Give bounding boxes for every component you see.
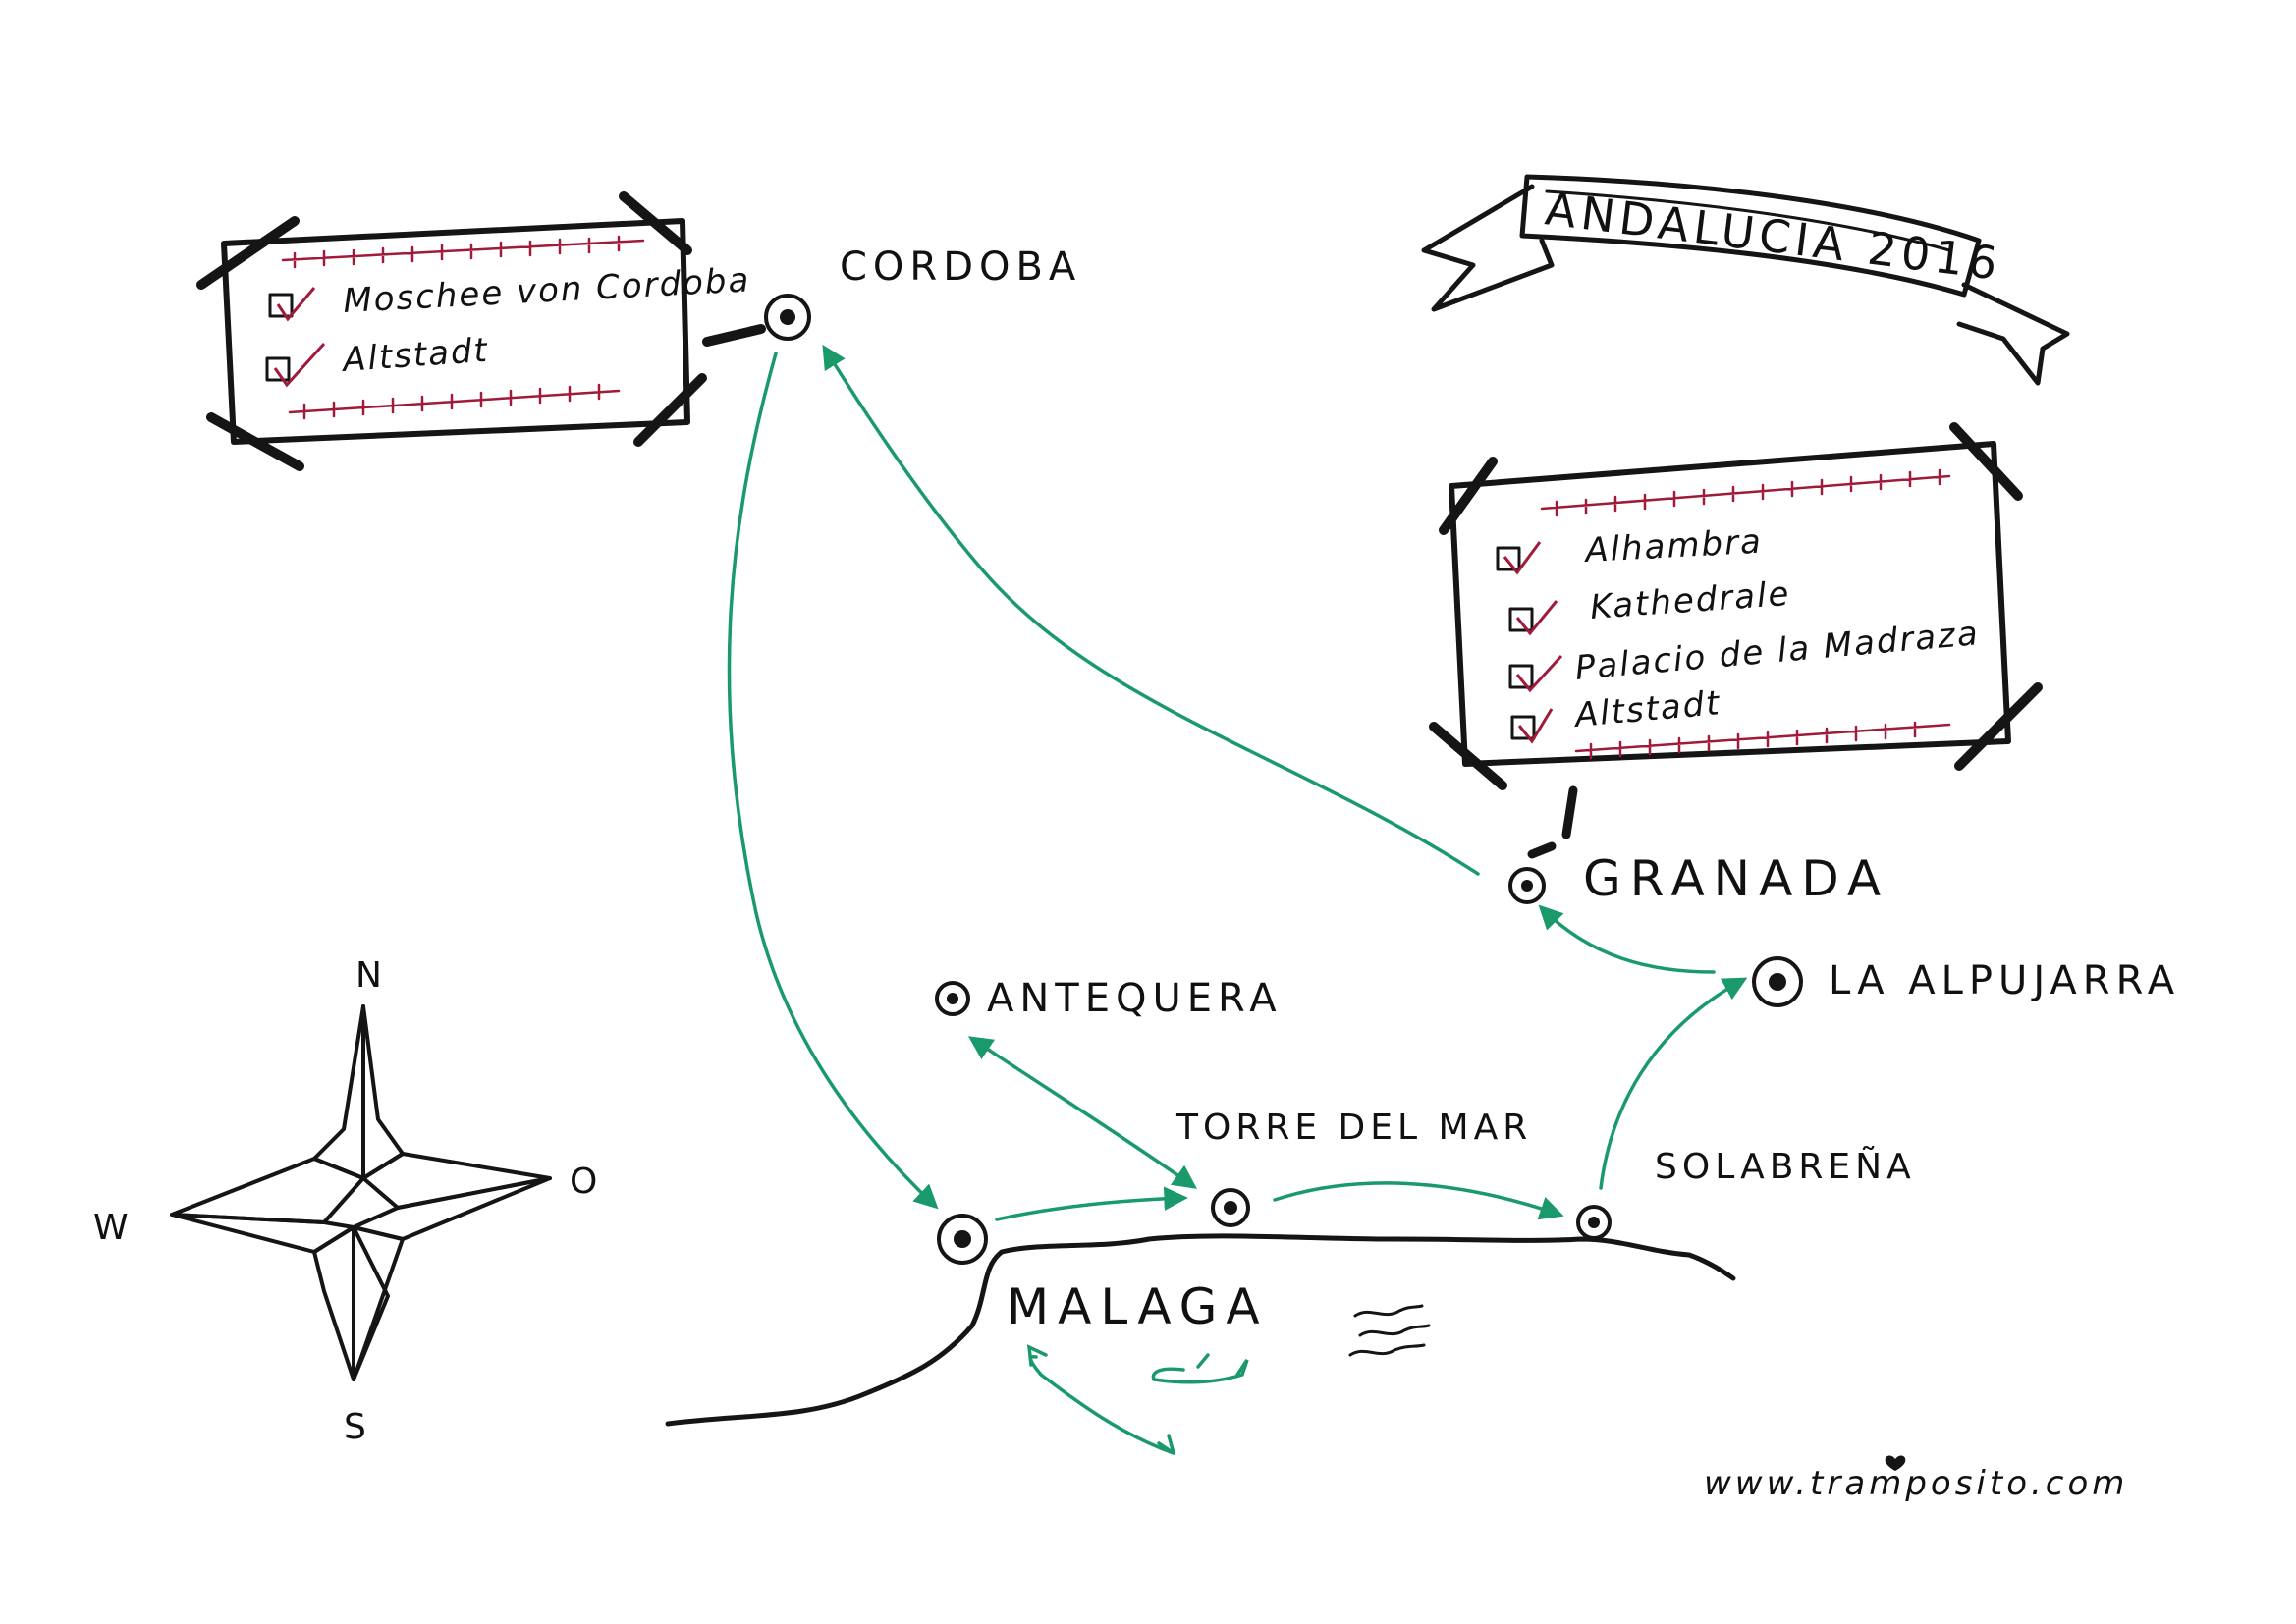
compass-east-label: O xyxy=(570,1162,597,1202)
route-torre-antequera xyxy=(967,1036,1198,1189)
checkmark-icon xyxy=(273,342,326,388)
city-label-malaga: MALAGA xyxy=(1007,1278,1269,1335)
checkbox-icon xyxy=(1496,546,1521,571)
checkbox-icon xyxy=(1508,664,1534,689)
city-label-la-alpujarra: LA ALPUJARRA xyxy=(1829,958,2180,1003)
city-marker-malaga[interactable] xyxy=(937,1214,988,1265)
city-label-granada: GRANADA xyxy=(1583,850,1889,907)
compass-west-label: W xyxy=(93,1208,129,1248)
route-cordoba-malaga xyxy=(727,352,939,1210)
title-banner: ANDALUCIA 2016 xyxy=(1421,174,2070,386)
city-label-torre-del-mar: TORRE DEL MAR xyxy=(1175,1108,1532,1148)
stitch-border-bottom xyxy=(288,383,621,420)
compass-north-label: N xyxy=(355,955,382,996)
granada-list-card: Alhambra Kathedrale Palacio de la Madraz… xyxy=(1429,422,2043,859)
list-item: Kathedrale xyxy=(1508,574,1792,636)
city-marker-torre-del-mar[interactable] xyxy=(1211,1188,1250,1227)
stitch-border-top xyxy=(1540,468,1951,517)
city-markers xyxy=(764,294,1803,1265)
list-item-label: Kathedrale xyxy=(1589,574,1792,627)
route-lines xyxy=(727,344,1748,1455)
city-marker-la-alpujarra[interactable] xyxy=(1752,956,1803,1007)
list-item-label: Moschee von Cordoba xyxy=(342,260,751,321)
website-url: www.tramposito.com xyxy=(1704,1464,2128,1503)
tape-icon xyxy=(1439,457,1498,535)
city-label-solabrena: SOLABREÑA xyxy=(1655,1146,1916,1187)
city-label-cordoba: CORDOBA xyxy=(840,244,1081,290)
city-marker-cordoba[interactable] xyxy=(764,294,811,341)
heart-icon xyxy=(1885,1455,1906,1471)
waves-icon xyxy=(1348,1304,1431,1357)
route-solabrena-alpujarra xyxy=(1599,977,1748,1190)
checkmark-icon xyxy=(1515,654,1563,693)
checkbox-icon xyxy=(1508,607,1534,632)
compass-rose-icon xyxy=(170,1004,552,1381)
stitch-border-top xyxy=(281,235,645,269)
list-item: Altstadt xyxy=(1510,683,1722,744)
banner-icon xyxy=(1421,174,2070,386)
route-granada-cordoba xyxy=(822,344,1480,876)
list-item-label: Palacio de la Madraza xyxy=(1573,614,1981,688)
city-marker-granada[interactable] xyxy=(1508,867,1546,904)
route-torre-solabrena xyxy=(1273,1181,1564,1220)
checkbox-icon xyxy=(1510,715,1536,740)
route-alpujarra-granada xyxy=(1538,904,1716,974)
list-item: Alhambra xyxy=(1496,522,1764,575)
stitch-border-bottom xyxy=(1574,721,1951,760)
list-item-label: Alhambra xyxy=(1582,522,1763,571)
coastline xyxy=(665,1233,1736,1427)
checkbox-icon xyxy=(268,293,294,318)
checkbox-icon xyxy=(265,356,291,382)
compass-south-label: S xyxy=(344,1407,366,1447)
checkmark-icon xyxy=(1515,600,1558,636)
cordoba-list-card: Moschee von Cordoba Altstadt xyxy=(196,191,766,471)
city-marker-antequera[interactable] xyxy=(935,981,970,1016)
checkmark-icon xyxy=(1503,541,1542,575)
tape-icon xyxy=(196,216,300,290)
city-marker-solabrena[interactable] xyxy=(1576,1205,1612,1240)
list-item: Palacio de la Madraza xyxy=(1508,614,1981,693)
route-malaga-torre xyxy=(995,1186,1188,1221)
list-item-label: Altstadt xyxy=(1571,683,1722,735)
list-item: Altstadt xyxy=(265,331,490,388)
airplane-icon xyxy=(1151,1353,1249,1384)
checkmark-icon xyxy=(1517,708,1554,744)
list-item: Moschee von Cordoba xyxy=(268,260,751,322)
airplane-arrow xyxy=(1026,1344,1175,1455)
city-label-antequera: ANTEQUERA xyxy=(987,976,1283,1021)
list-item-label: Altstadt xyxy=(340,331,490,380)
checkmark-icon xyxy=(276,287,316,322)
